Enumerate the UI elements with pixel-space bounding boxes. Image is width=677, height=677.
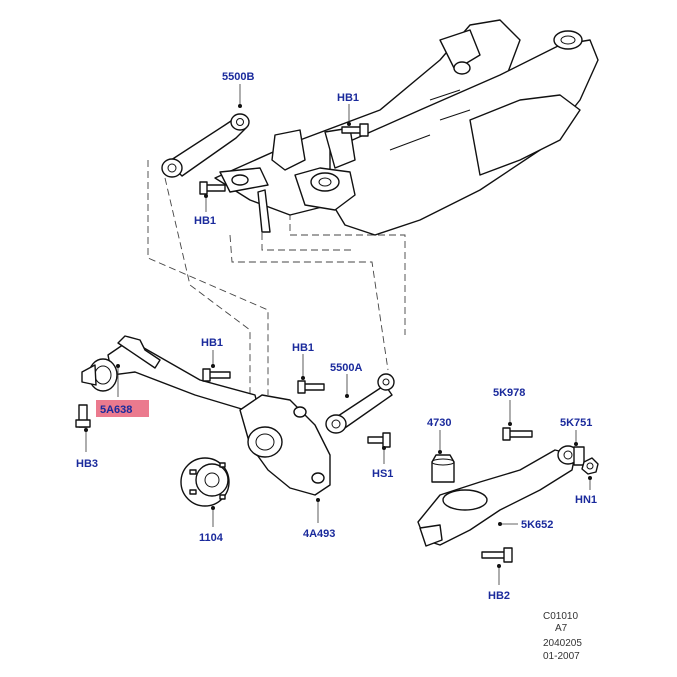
bolt-hb2 — [481, 547, 513, 563]
highlight-box-5A638 — [96, 400, 149, 417]
spring-isolator — [431, 454, 455, 483]
rear-subframe — [214, 19, 599, 236]
lower-arm — [417, 445, 579, 547]
bolt-hb1-left — [199, 181, 226, 195]
bolt-hb3 — [75, 404, 91, 428]
label-1104[interactable]: 1104 — [199, 532, 224, 544]
ref-line-3: 2040205 — [543, 638, 582, 649]
label-4730[interactable]: 4730 — [427, 417, 451, 429]
wheel-hub — [180, 457, 230, 507]
label-hb1-right[interactable]: HB1 — [292, 342, 314, 354]
label-hb1-left[interactable]: HB1 — [194, 215, 216, 227]
bolt-hb1-top — [341, 123, 369, 137]
label-hb1-mid[interactable]: HB1 — [201, 337, 223, 349]
label-hb3[interactable]: HB3 — [76, 458, 98, 470]
part-labels: 5500B HB1 HB1 HB1 HB1 5500A 5A638 HB3 HS… — [76, 71, 597, 602]
upper-arm-5500B — [161, 113, 250, 178]
label-hb1-top[interactable]: HB1 — [337, 92, 359, 104]
leader-lines — [84, 84, 592, 585]
label-4A493[interactable]: 4A493 — [303, 528, 335, 540]
knuckle — [239, 394, 331, 496]
trailing-arm — [81, 335, 259, 411]
reference-block: C01010 A7 2040205 01-2007 — [543, 611, 582, 662]
bushing-5K751 — [573, 446, 585, 466]
nut-hn1 — [581, 457, 599, 475]
label-5A638[interactable]: 5A638 — [100, 404, 132, 416]
bolt-hb1-right — [297, 380, 325, 394]
label-hn1[interactable]: HN1 — [575, 494, 597, 506]
bolt-hs1 — [367, 432, 391, 448]
ref-line-1: C01010 — [543, 611, 578, 622]
label-5K978[interactable]: 5K978 — [493, 387, 525, 399]
label-5K652[interactable]: 5K652 — [521, 519, 553, 531]
upper-arm-5500A — [325, 373, 395, 434]
label-hs1[interactable]: HS1 — [372, 468, 393, 480]
label-5500B[interactable]: 5500B — [222, 71, 254, 83]
bolt-hb1-mid — [202, 368, 231, 382]
bolt-5K978 — [502, 427, 533, 441]
ref-line-2: A7 — [555, 623, 568, 634]
label-5K751[interactable]: 5K751 — [560, 417, 592, 429]
assembly-guide-lines — [147, 160, 406, 405]
label-hb2[interactable]: HB2 — [488, 590, 510, 602]
label-5500A[interactable]: 5500A — [330, 362, 362, 374]
ref-line-4: 01-2007 — [543, 651, 580, 662]
